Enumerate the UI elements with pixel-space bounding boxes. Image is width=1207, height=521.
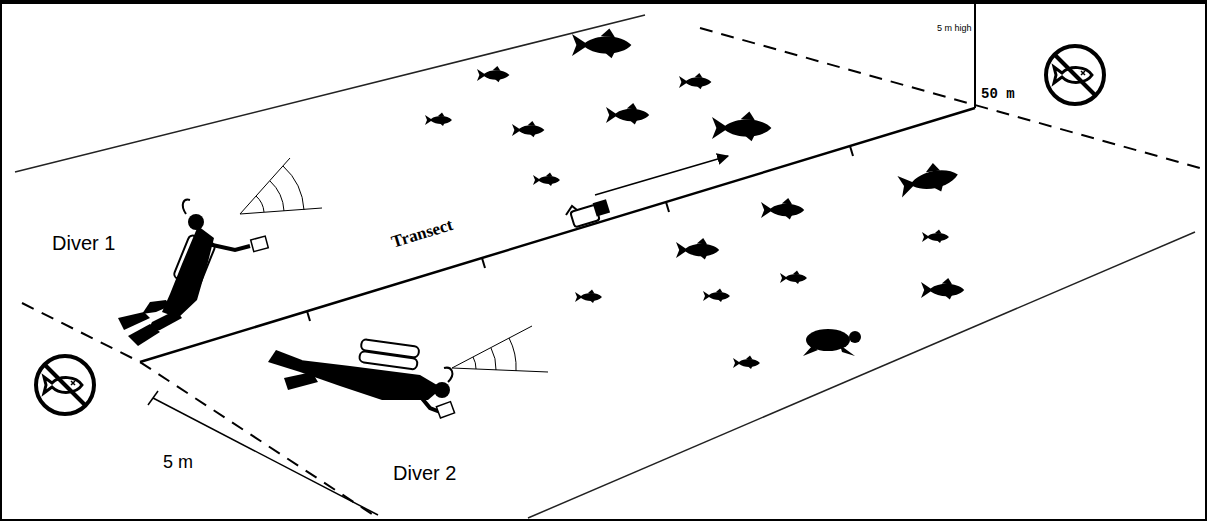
height-line <box>974 4 976 108</box>
sight-ray <box>452 368 548 372</box>
diver-label: Diver 2 <box>393 463 456 483</box>
direction-arrow <box>595 156 728 195</box>
sight-cone <box>240 158 322 214</box>
dimension-tick <box>148 391 158 405</box>
dimension-label: 50 m <box>981 87 1015 101</box>
diver-label: Diver 1 <box>52 233 115 253</box>
sight-ray <box>452 326 532 368</box>
dashed-end-line <box>22 303 378 518</box>
diver-fin <box>268 350 302 372</box>
turtle-flipper <box>803 345 855 356</box>
regulator-hose <box>183 200 190 214</box>
camera-lens <box>593 199 610 216</box>
transect-ticks <box>307 146 853 321</box>
strip-boundary <box>528 232 1195 518</box>
dimension-label: 5 m high <box>937 24 972 33</box>
turtle-head <box>849 331 861 343</box>
no-fishing-symbol <box>36 356 94 414</box>
regulator-hose <box>444 368 452 382</box>
sight-arc <box>491 348 496 370</box>
fish <box>676 238 719 260</box>
sight-ray <box>240 208 322 214</box>
dimension-line <box>148 391 378 515</box>
sight-ray <box>240 158 290 214</box>
fish <box>572 29 631 59</box>
fish <box>922 230 949 244</box>
fish <box>780 271 807 285</box>
tick <box>482 258 485 268</box>
fish <box>733 356 760 370</box>
diver-head <box>188 214 204 230</box>
dashed-end-line <box>700 28 1200 168</box>
dive-slate <box>251 236 269 251</box>
transect-line <box>140 108 975 362</box>
sight-arc <box>283 166 304 210</box>
turtle <box>803 329 861 356</box>
fish <box>575 290 602 304</box>
fish <box>477 66 509 82</box>
diver <box>268 326 548 418</box>
strip-boundary <box>15 15 645 172</box>
dimension-line <box>153 398 378 515</box>
fish <box>921 278 964 300</box>
camera-handle <box>566 206 577 215</box>
fish <box>712 112 771 142</box>
tick <box>666 202 669 212</box>
sight-cone <box>452 326 548 372</box>
frame-top <box>0 0 1207 4</box>
fish <box>679 73 711 89</box>
tick <box>307 311 310 321</box>
sight-arc <box>509 338 516 371</box>
fish <box>896 158 960 199</box>
dimension-label: 5 m <box>163 453 193 471</box>
diver-body <box>162 226 214 318</box>
diver-leg <box>142 300 170 314</box>
sight-arc <box>256 196 264 212</box>
fish-group <box>425 29 964 370</box>
dive-slate <box>436 402 454 418</box>
sight-arc <box>270 181 284 211</box>
scuba-tanks <box>359 339 420 370</box>
fish <box>512 121 544 137</box>
diver-head <box>434 382 450 398</box>
diver-fin <box>118 312 150 330</box>
fish <box>761 198 804 220</box>
tick <box>850 146 853 156</box>
fish <box>533 173 560 187</box>
fish <box>703 289 730 303</box>
fish <box>606 103 649 125</box>
diver <box>118 158 322 346</box>
no-fishing-symbol <box>1046 46 1104 104</box>
diver-fin <box>128 324 160 346</box>
sight-arc <box>473 357 476 369</box>
tank <box>359 351 418 370</box>
diver-fin <box>284 372 318 390</box>
diver-arm <box>208 244 250 250</box>
diver-body <box>300 360 442 400</box>
fish <box>425 113 452 127</box>
camera <box>566 199 610 227</box>
